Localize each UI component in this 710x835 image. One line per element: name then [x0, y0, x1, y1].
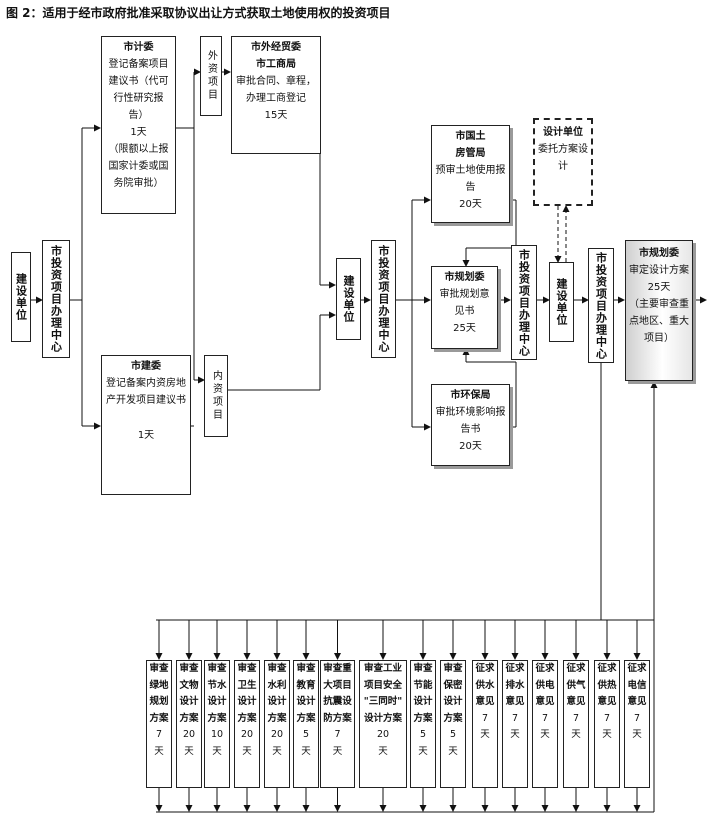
review-item-days: 20 天 [240, 729, 254, 757]
review-item: 审查 节水 设计 方案 10 天 [204, 660, 230, 788]
review-item-days: 7 天 [632, 712, 642, 741]
design-unit-box: 设计单位 委托方案设计 [533, 118, 593, 206]
review-item: 征求 供热 意见 7 天 [594, 660, 620, 788]
review-item: 征求 供水 意见 7 天 [472, 660, 498, 788]
review-item-title: 征求 供电 意见 [535, 663, 555, 707]
municipal-construction-commission: 市建委 登记备案内资房地产开发项目建议书 1天 [101, 355, 191, 495]
review-item-days: 5 天 [418, 729, 428, 757]
builder-unit-3: 建设单位 [549, 262, 574, 342]
node-head: 市规划委 [639, 248, 679, 259]
node-head: 市国土 房管局 [455, 131, 486, 159]
node-head: 市建委 [131, 361, 161, 372]
review-item-days: 20 天 [182, 729, 196, 757]
review-item-days: 20 天 [270, 729, 284, 757]
builder-unit-1: 建设单位 [11, 252, 31, 342]
review-item-title: 审查工业 项目安全 "三同时" 设计方案 [363, 663, 403, 724]
review-item: 审查重 大项目 抗震设 防方案 7 天 [320, 660, 355, 788]
review-item-title: 审查 文物 设计 方案 [179, 663, 199, 724]
domestic-investment-label: 内资项目 [204, 355, 228, 437]
review-item: 征求 供气 意见 7 天 [563, 660, 589, 788]
node-head: 设计单位 [543, 127, 583, 138]
review-item-title: 审查 节水 设计 方案 [207, 663, 227, 724]
review-item-days: 7 天 [154, 729, 164, 757]
review-item-title: 审查 节能 设计 方案 [413, 663, 433, 724]
investment-center-2: 市投资项目办理中心 [371, 240, 396, 358]
environmental-protection-bureau: 市环保局 审批环境影响报告书 20天 [431, 384, 510, 466]
review-item-days: 5 天 [301, 729, 311, 757]
node-body: 登记备案内资房地产开发项目建议书 [106, 378, 186, 406]
municipal-planning-commission: 市计委 登记备案项目建议书（代可行性研究报告） 1天 （限额以上报国家计委或国务… [101, 36, 176, 214]
node-body: 预审土地使用报告 20天 [435, 165, 506, 210]
review-item-days: 5 天 [448, 729, 458, 757]
planning-commission-opinion: 市规划委 审批规划意见书 25天 [431, 266, 498, 349]
node-head: 市规划委 [444, 272, 485, 283]
land-housing-bureau: 市国土 房管局 预审土地使用报告 20天 [431, 125, 510, 223]
review-item-days: 10 天 [210, 729, 224, 757]
foreign-investment-label: 外资项目 [200, 36, 222, 116]
review-item-title: 征求 排水 意见 [505, 663, 525, 707]
node-body: 审定设计方案 25天 （主要审查重点地区、重大项目） [629, 265, 689, 344]
figure-title: 图 2：适用于经市政府批准采取协议出让方式获取土地使用权的投资项目 [6, 6, 391, 20]
review-item: 审查 水利 设计 方案 20 天 [264, 660, 290, 788]
review-item-title: 征求 电信 意见 [627, 663, 647, 707]
review-item-title: 征求 供水 意见 [475, 663, 495, 707]
investment-center-1: 市投资项目办理中心 [42, 240, 70, 358]
review-item: 审查 节能 设计 方案 5 天 [410, 660, 436, 788]
review-item-title: 征求 供热 意见 [597, 663, 617, 707]
review-item-days: 7 天 [571, 712, 581, 741]
review-item-days: 7 天 [540, 712, 550, 741]
builder-unit-2: 建设单位 [336, 258, 361, 340]
review-item: 审查 卫生 设计 方案 20 天 [234, 660, 260, 788]
review-item-title: 审查 水利 设计 方案 [267, 663, 287, 724]
review-item-title: 审查 保密 设计 方案 [443, 663, 463, 724]
review-item-title: 审查 教育 设计 方案 [296, 663, 316, 724]
review-item-title: 征求 供气 意见 [566, 663, 586, 707]
review-item-title: 审查重 大项目 抗震设 防方案 [323, 663, 352, 724]
review-item-days: 20 天 [376, 729, 390, 757]
review-item: 审查 文物 设计 方案 20 天 [176, 660, 202, 788]
review-item: 征求 电信 意见 7 天 [624, 660, 650, 788]
investment-center-3: 市投资项目办理中心 [511, 245, 537, 360]
planning-commission-design-approval: 市规划委 审定设计方案 25天 （主要审查重点地区、重大项目） [625, 240, 693, 381]
review-item-days: 7 天 [510, 712, 520, 741]
investment-center-4: 市投资项目办理中心 [588, 248, 614, 363]
foreign-trade-commerce-bureau: 市外经贸委 市工商局 审批合同、章程，办理工商登记 15天 [231, 36, 321, 154]
node-head: 市计委 [123, 42, 154, 53]
node-head: 市环保局 [450, 390, 491, 401]
node-body: 审批合同、章程，办理工商登记 15天 [236, 76, 316, 121]
node-body: 审批规划意见书 25天 [439, 289, 490, 334]
review-item: 征求 供电 意见 7 天 [532, 660, 558, 788]
review-item: 征求 排水 意见 7 天 [502, 660, 528, 788]
node-head: 市外经贸委 市工商局 [251, 42, 301, 70]
review-item: 审查工业 项目安全 "三同时" 设计方案 20 天 [359, 660, 407, 788]
node-body: 委托方案设计 [538, 144, 588, 172]
review-item-title: 审查 绿地 规划 方案 [149, 663, 169, 724]
review-item-title: 审查 卫生 设计 方案 [237, 663, 257, 724]
review-item: 审查 绿地 规划 方案 7 天 [146, 660, 172, 788]
review-item-days: 7 天 [602, 712, 612, 741]
node-body: 登记备案项目建议书（代可行性研究报告） 1天 （限额以上报国家计委或国务院审批） [108, 59, 169, 189]
review-item-days: 7 天 [480, 712, 490, 741]
review-item: 审查 保密 设计 方案 5 天 [440, 660, 466, 788]
node-body: 审批环境影响报告书 20天 [435, 407, 506, 452]
review-item-days: 7 天 [332, 729, 343, 757]
review-item: 审查 教育 设计 方案 5 天 [293, 660, 319, 788]
node-days: 1天 [137, 430, 155, 441]
